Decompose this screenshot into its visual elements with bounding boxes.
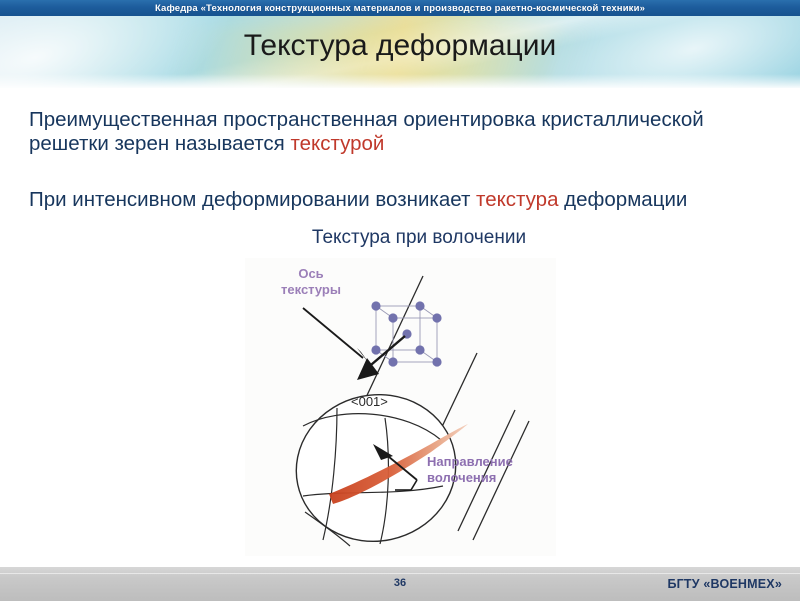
texture-axis-arrow — [357, 335, 406, 380]
grain-boundaries — [302, 407, 444, 547]
department-bar-text: Кафедра «Технология конструкционных мате… — [154, 2, 646, 14]
drawing-direction-pointer-arrow — [373, 444, 418, 491]
crystal-unit-cell — [371, 301, 442, 367]
slide-content: Преимущественная пространственная ориент… — [0, 88, 800, 566]
page-title: Текстура деформации — [243, 29, 557, 62]
page-number: 36 — [393, 577, 407, 589]
title-banner: Текстура деформации — [0, 16, 800, 88]
wire-tip-grain-body — [295, 393, 457, 547]
department-bar: Кафедра «Технология конструкционных мате… — [0, 0, 800, 16]
banner-bottom-fade — [0, 74, 800, 88]
paragraph-definition: Преимущественная пространственная ориент… — [29, 108, 777, 156]
footer-divider — [0, 573, 800, 574]
slide-footer: 36 БГТУ «ВОЕНМЕХ» — [0, 566, 800, 601]
paragraph-definition-highlight: текстурой — [290, 131, 385, 155]
paragraph-definition-text-1: Преимущественная пространственная ориент… — [29, 108, 704, 155]
footer-brand: БГТУ «ВОЕНМЕХ» — [667, 577, 782, 591]
crystal-direction-label: <001> — [351, 394, 388, 409]
paragraph-deformation-highlight: текстура — [476, 188, 559, 211]
figure-caption: Текстура при волочении — [311, 227, 527, 248]
paragraph-deformation-text-2: деформации — [558, 188, 688, 211]
texture-axis-pointer-arrow — [302, 307, 371, 366]
paragraph-deformation-text-1: При интенсивном деформировании возникает — [29, 188, 477, 211]
unit-cell-atoms — [371, 301, 442, 367]
paragraph-deformation: При интенсивном деформировании возникает… — [29, 188, 777, 212]
